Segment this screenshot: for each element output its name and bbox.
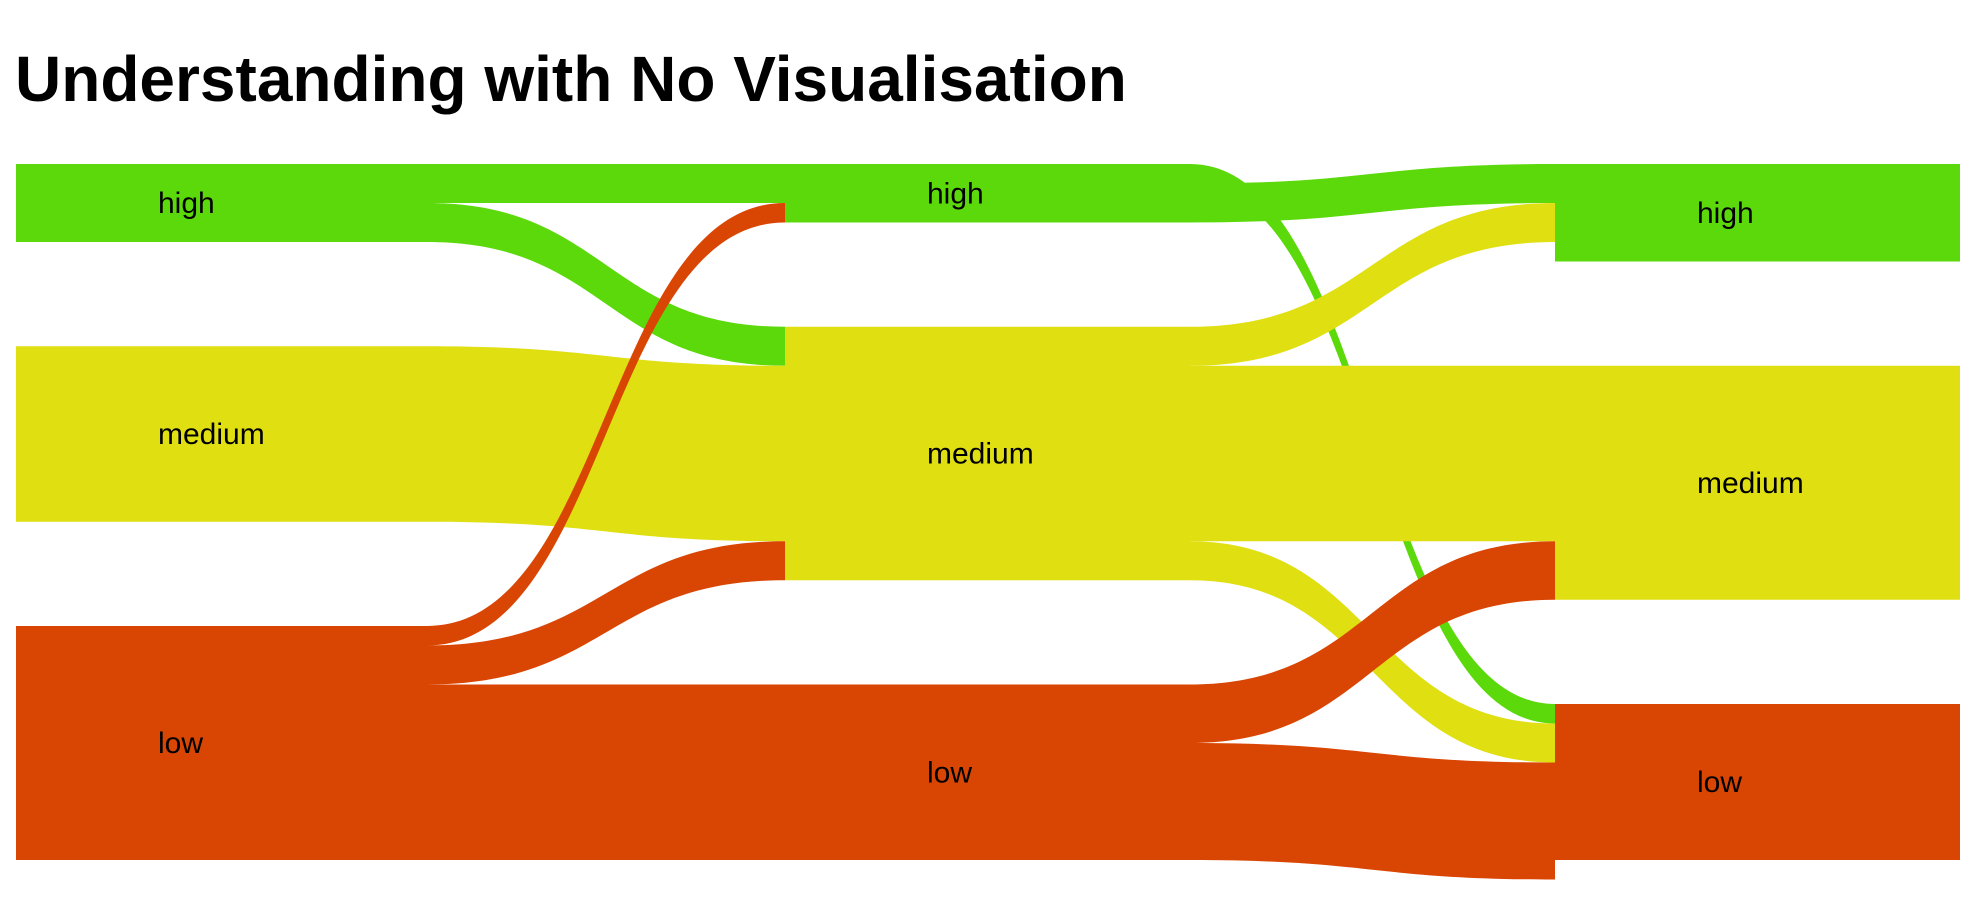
node-label-stage1-high: high	[927, 177, 984, 210]
link-1-medium-to-medium	[1190, 365, 1555, 542]
node-label-stage0-low: low	[158, 727, 203, 760]
node-stage0-high	[16, 164, 427, 242]
link-0-low-to-medium	[427, 541, 785, 685]
node-stage1-low	[785, 684, 1190, 860]
node-label-stage0-high: high	[158, 187, 215, 220]
node-label-stage1-low: low	[927, 756, 972, 789]
node-stage2-high	[1555, 164, 1960, 262]
link-1-low-to-medium	[1190, 541, 1555, 743]
node-stage2-medium	[1555, 365, 1960, 600]
node-label-stage2-high: high	[1697, 197, 1754, 230]
link-0-low-to-high	[427, 203, 785, 646]
node-stage0-low	[16, 626, 427, 860]
sankey-nodes	[16, 164, 1960, 860]
link-1-medium-to-high	[1190, 203, 1555, 366]
link-0-low-to-low	[427, 684, 785, 860]
link-1-high-to-high	[1190, 164, 1555, 223]
node-stage1-high	[785, 164, 1190, 223]
node-stage2-low	[1555, 704, 1960, 860]
node-label-stage1-medium: medium	[927, 438, 1034, 471]
sankey-labels: high medium low high medium low high medium low	[158, 177, 1804, 799]
link-0-high-to-high	[427, 164, 785, 203]
link-0-medium-to-medium	[427, 346, 785, 542]
node-label-stage2-medium: medium	[1697, 467, 1804, 500]
node-stage1-medium	[785, 326, 1190, 581]
node-label-stage0-medium: medium	[158, 418, 265, 451]
link-1-low-to-low	[1190, 743, 1555, 880]
chart-title: Understanding with No Visualisation	[15, 43, 1127, 115]
sankey-links	[427, 164, 1555, 880]
link-0-high-to-medium	[427, 203, 785, 366]
node-label-stage2-low: low	[1697, 766, 1742, 799]
node-stage0-medium	[16, 346, 427, 522]
